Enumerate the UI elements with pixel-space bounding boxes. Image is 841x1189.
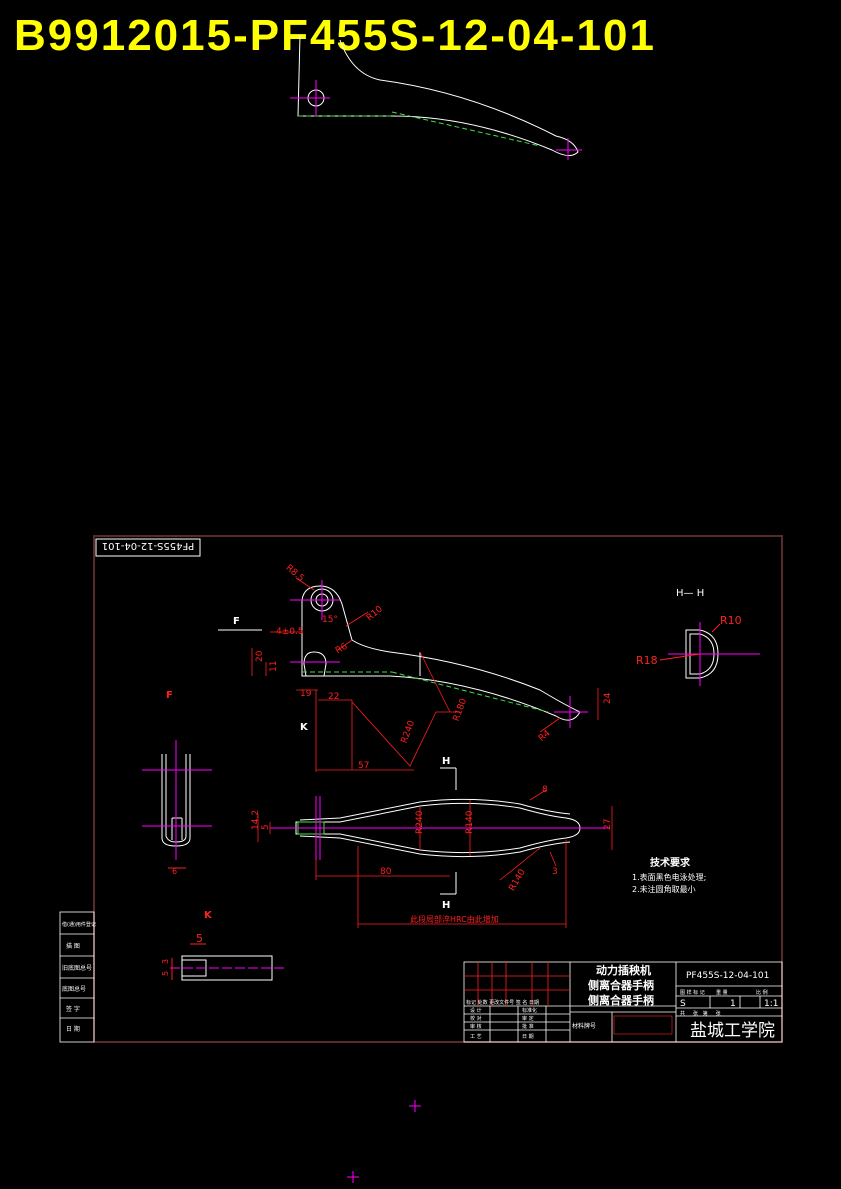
dim-3: 3 xyxy=(552,867,558,877)
dim-4: 4±0.5 xyxy=(276,627,304,637)
label-h-bottom: H xyxy=(442,900,450,911)
tb-approve: 审 定 xyxy=(522,1015,534,1022)
dim-14-2: 14.2 xyxy=(251,810,261,830)
strip-6: 日 期 xyxy=(66,1025,80,1033)
dim-15deg: 15° xyxy=(322,615,338,625)
crosshair-markers xyxy=(347,1100,421,1183)
main-view xyxy=(290,580,588,728)
tb-design: 设 计 xyxy=(470,1007,482,1014)
plan-view-dimensions xyxy=(257,789,613,928)
section-hh-label: H— H xyxy=(676,588,704,599)
dim-r240: R240 xyxy=(400,719,418,745)
strip-5: 签 字 xyxy=(66,1005,80,1013)
tech-req-line2: 2.未注圆角取最小 xyxy=(632,884,696,894)
strip-3: 旧底图总号 xyxy=(62,964,92,972)
sheet-count: 共 张 第 张 xyxy=(680,1010,721,1017)
strip-2: 描 图 xyxy=(66,942,80,950)
header-row: 标记 处数 更改文件号 签 名 日期 xyxy=(466,999,539,1006)
dim-8: 8 xyxy=(542,785,548,795)
tech-req-line1: 1.表面黑色电泳处理; xyxy=(632,872,706,882)
plan-view xyxy=(270,796,610,860)
dim-22: 22 xyxy=(328,692,339,702)
tb-standard: 标准化 xyxy=(522,1007,537,1014)
dim-k-5b: 5 xyxy=(161,971,170,976)
drawing-number-banner: B9912015-PF455S-12-04-101 xyxy=(14,11,656,60)
tb-material: 材料牌号 xyxy=(572,1022,596,1030)
hh-r10: R10 xyxy=(720,614,742,627)
label-k: K xyxy=(300,722,309,733)
scale-label: 比 例 xyxy=(756,989,768,996)
dim-f-6: 6 xyxy=(172,867,177,876)
dim-5: 5 xyxy=(261,824,271,830)
strip-1: 借(通)用件登记 xyxy=(62,921,96,928)
label-f-view: F xyxy=(166,690,173,701)
part-name-2: 侧离合器手柄 xyxy=(588,978,654,992)
dim-24: 24 xyxy=(603,692,613,704)
hh-r18: R18 xyxy=(636,654,658,667)
dim-r140: R140 xyxy=(465,810,475,834)
left-strip xyxy=(59,911,95,1043)
label-h-top: H xyxy=(442,756,450,767)
corner-tag-box xyxy=(95,538,201,557)
dim-k-3: 3 xyxy=(161,959,170,964)
label-f-arrow: F xyxy=(233,616,240,627)
qty-value: 1 xyxy=(730,999,736,1009)
dim-r4: R4 xyxy=(537,728,553,744)
tb-date: 日 期 xyxy=(522,1034,534,1040)
scale-value: 1:1 xyxy=(764,999,778,1009)
dim-19: 19 xyxy=(300,689,312,699)
strip-4: 底图总号 xyxy=(62,985,86,993)
main-view-dimensions xyxy=(251,577,599,772)
dim-r180: R180 xyxy=(452,697,470,723)
tb-check: 校 对 xyxy=(470,1015,482,1022)
school-name: 盐城工学院 xyxy=(690,1021,775,1041)
tb-process: 工 艺 xyxy=(470,1034,482,1040)
section-hh xyxy=(659,622,760,686)
dim-r8-5: R8.5 xyxy=(284,563,306,584)
view-k xyxy=(170,943,286,981)
top-part-preview xyxy=(290,34,582,160)
dim-r10-top: R10 xyxy=(365,604,385,623)
stage-label: 图 样 标 记 xyxy=(680,989,705,996)
dim-57: 57 xyxy=(358,761,369,771)
tech-req-title: 技术要求 xyxy=(650,856,691,869)
dim-27: 27 xyxy=(603,819,613,830)
part-name-1: 动力插秧机 xyxy=(596,963,651,977)
tb-approve2: 批 准 xyxy=(522,1023,534,1030)
corner-tag: PF455S-12-04-101 xyxy=(102,540,195,551)
part-code: PF455S-12-04-101 xyxy=(686,971,769,981)
label-k-view: K xyxy=(204,910,213,921)
hardness-note: 此段局部淬HRC由此增加 xyxy=(410,914,499,924)
dim-20: 20 xyxy=(255,650,265,662)
tb-review: 审 核 xyxy=(470,1023,482,1030)
view-f xyxy=(142,740,212,869)
dim-k-5: 5 xyxy=(196,932,203,945)
title-block xyxy=(463,961,783,1043)
dim-80: 80 xyxy=(380,867,392,877)
dim-11: 11 xyxy=(269,661,279,672)
weight-label: 重 量 xyxy=(716,989,728,996)
part-name-3: 侧离合器手柄 xyxy=(588,993,654,1007)
dim-r240b: R240 xyxy=(415,810,425,834)
sheet-border xyxy=(93,535,783,1043)
stage-value: S xyxy=(680,999,686,1009)
